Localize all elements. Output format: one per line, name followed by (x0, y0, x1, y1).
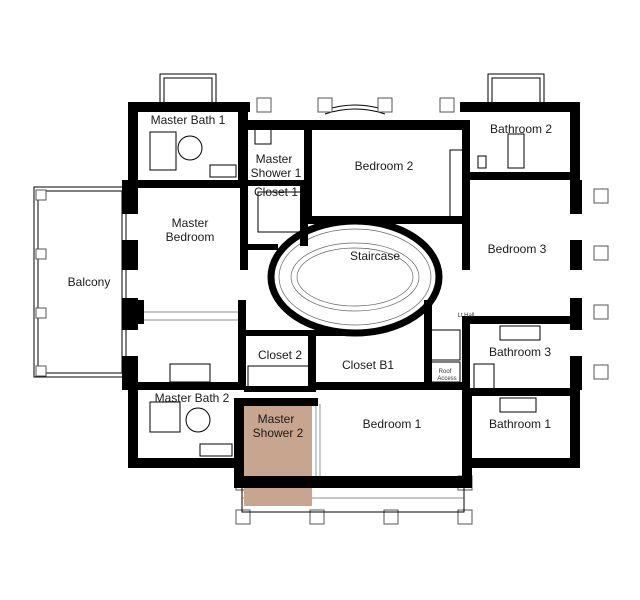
label-roof-access-line1: Roof (439, 369, 452, 375)
label-bedroom-1: Bedroom 1 (363, 417, 422, 431)
label-roof-access-line2: Access (437, 376, 456, 382)
staircase-drawing (267, 217, 443, 337)
label-master-shower-1-line2: Shower 1 (251, 166, 302, 180)
label-master-bedroom-line1: Master (172, 216, 209, 230)
room-labels: Master Bath 1 Master Shower 1 Bedroom 2 … (68, 113, 553, 440)
label-master-bath-1: Master Bath 1 (151, 113, 226, 127)
label-lt-hall: Lt Hall (457, 313, 474, 319)
label-master-bedroom-line2: Bedroom (166, 230, 215, 244)
label-master-shower-2-line1: Master (258, 412, 295, 426)
label-staircase: Staircase (350, 249, 400, 263)
walls (122, 102, 582, 488)
label-bathroom-1: Bathroom 1 (489, 417, 551, 431)
balcony-area (33, 186, 127, 378)
label-closet-2: Closet 2 (258, 348, 302, 362)
label-master-shower-1-line1: Master (256, 152, 293, 166)
exterior-piers (235, 97, 609, 525)
interior-details (140, 127, 541, 476)
label-bathroom-3: Bathroom 3 (489, 345, 551, 359)
label-balcony: Balcony (68, 275, 111, 289)
label-closet-1: Closet 1 (254, 185, 298, 199)
label-master-bath-2: Master Bath 2 (155, 391, 230, 405)
label-bedroom-2: Bedroom 2 (355, 159, 414, 173)
master-shower-2-highlight[interactable] (244, 404, 312, 506)
label-master-shower-2-line2: Shower 2 (253, 426, 304, 440)
label-closet-b1: Closet B1 (342, 358, 394, 372)
label-bathroom-2: Bathroom 2 (490, 122, 552, 136)
label-bedroom-3: Bedroom 3 (488, 242, 547, 256)
